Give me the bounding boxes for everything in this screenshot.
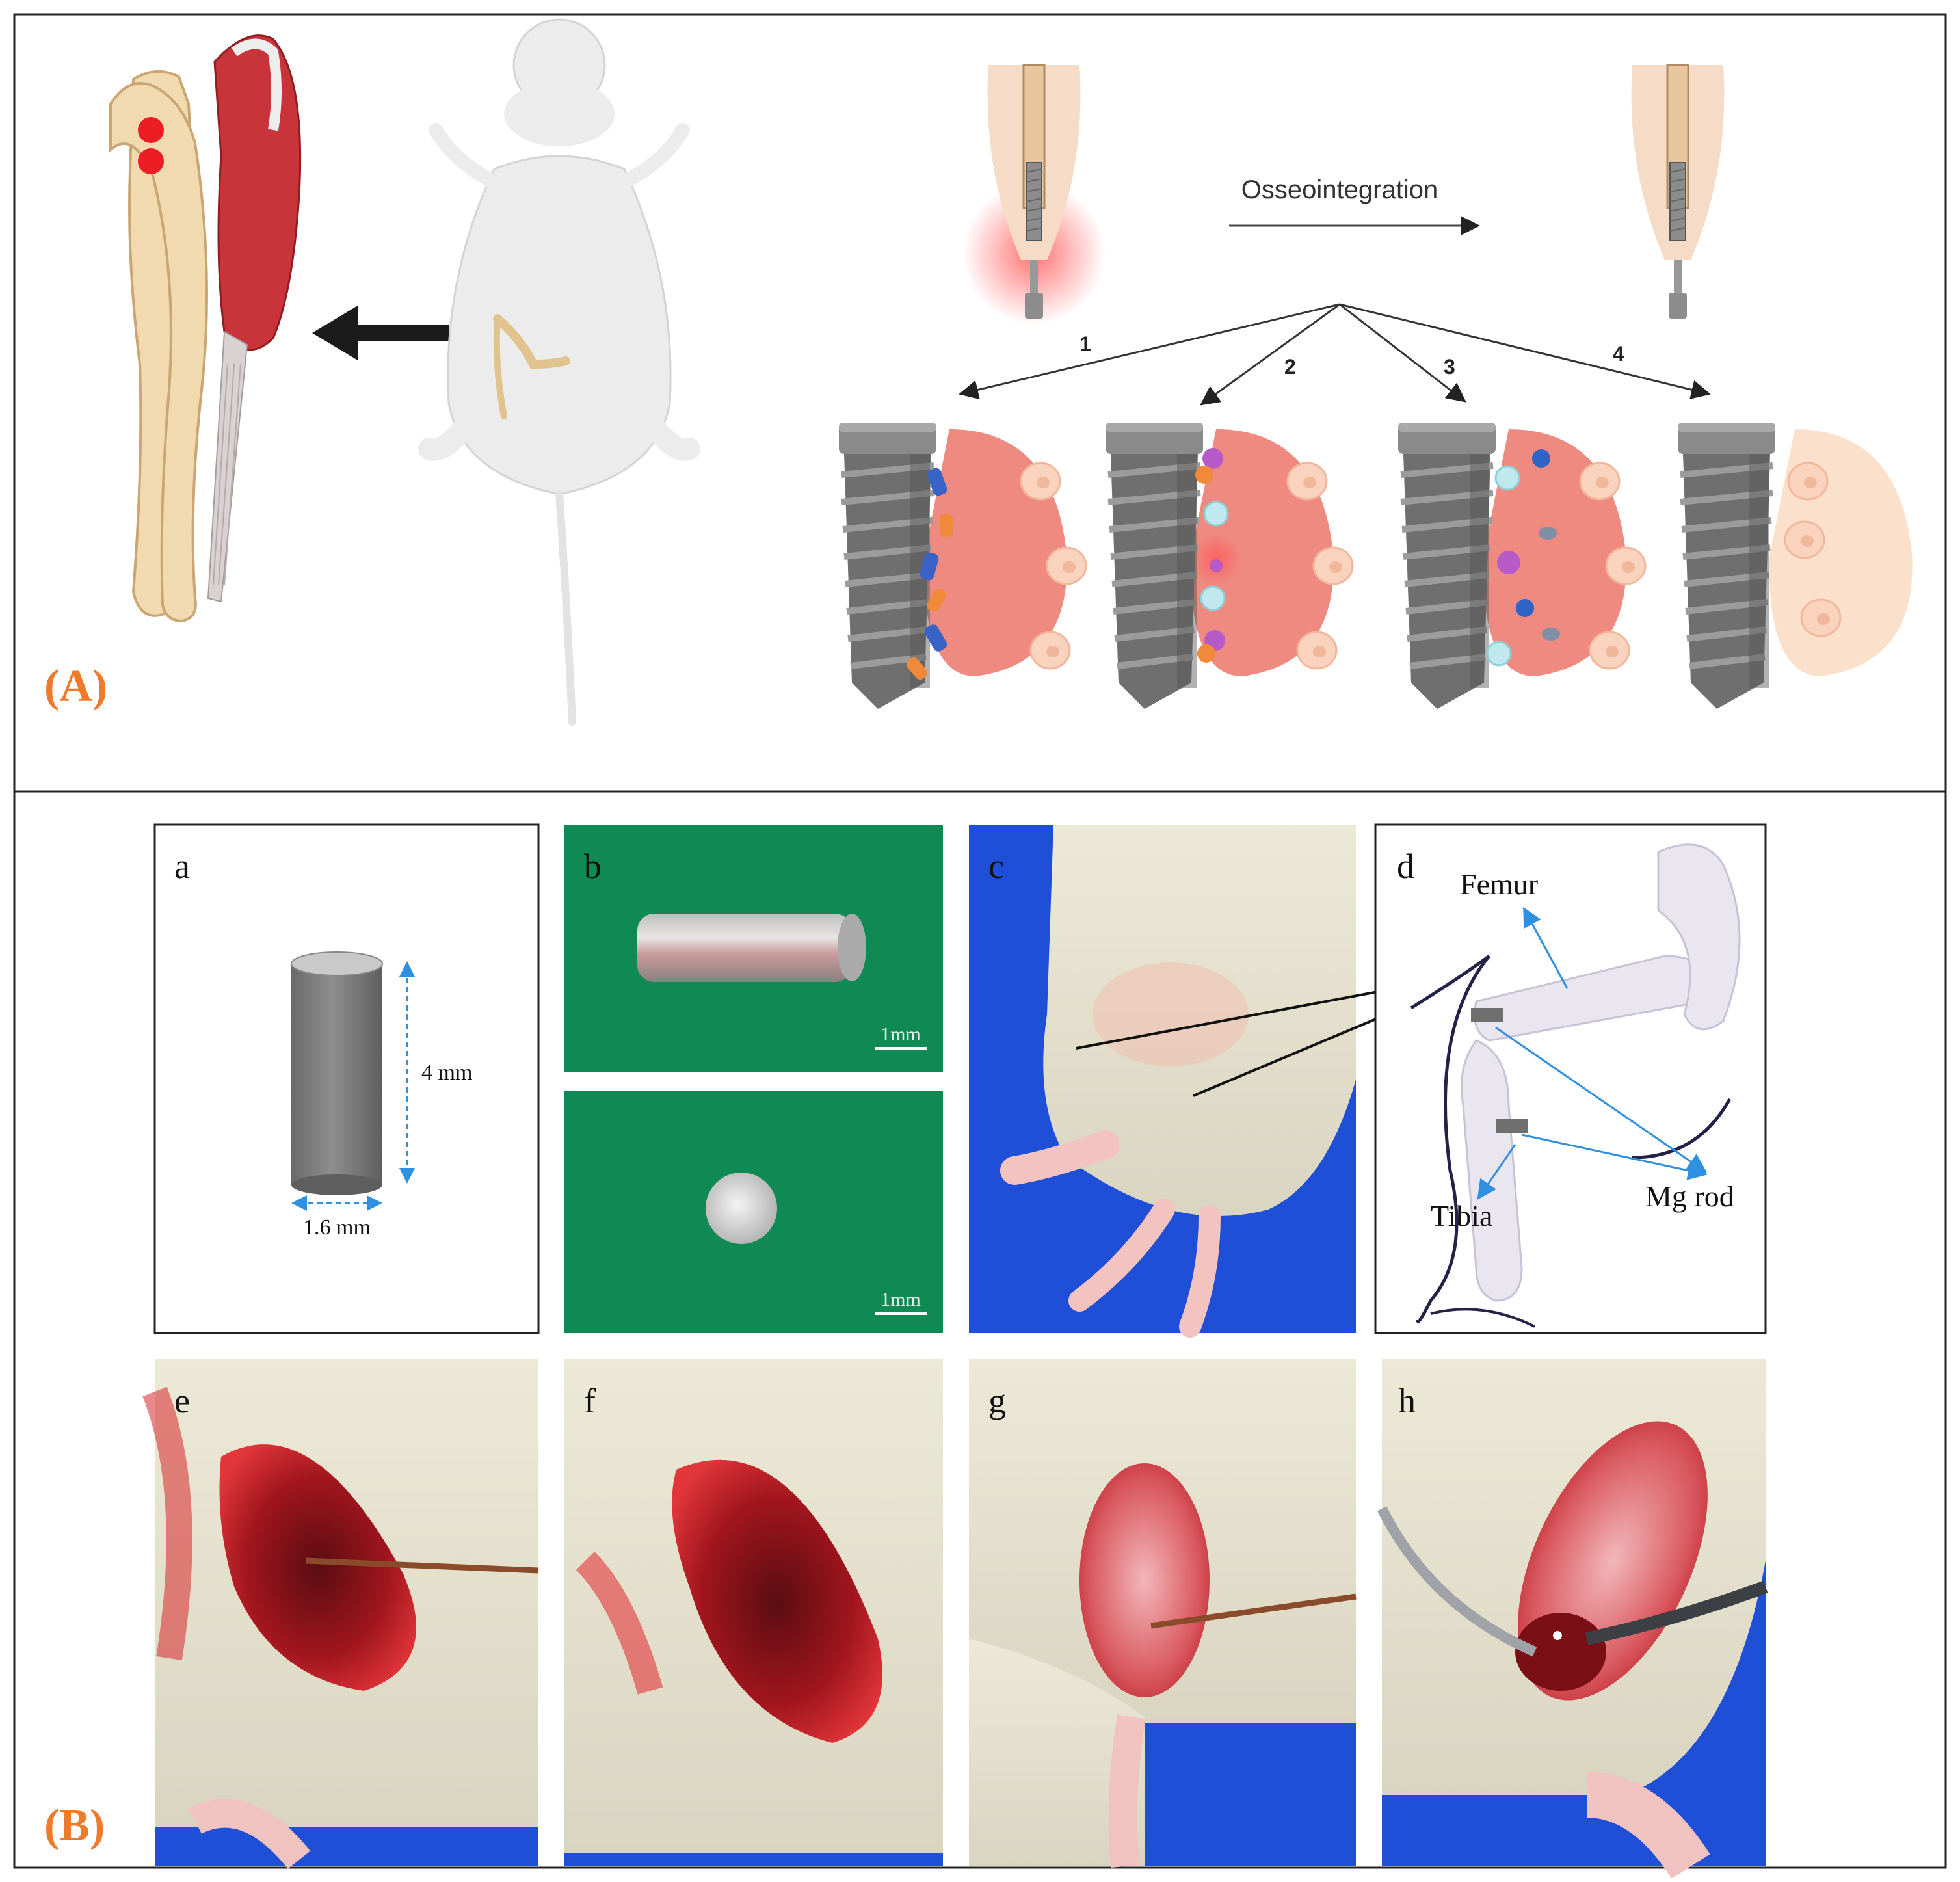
subpanel-f: f bbox=[564, 1359, 943, 1866]
tibia-bone bbox=[1461, 1039, 1523, 1302]
height-label: 4 mm bbox=[421, 1061, 472, 1085]
mg-rod-photo-end bbox=[706, 1173, 777, 1244]
panel-b-frame bbox=[13, 790, 1947, 1869]
femur-label: Femur bbox=[1460, 868, 1538, 901]
step-3-label: 3 bbox=[1444, 355, 1455, 378]
step-2-label: 2 bbox=[1284, 355, 1296, 378]
subpanel-b-bottom: 1mm bbox=[564, 1091, 943, 1333]
branch-arrows bbox=[959, 303, 1711, 406]
osseointegration-label: Osseointegration bbox=[1241, 176, 1438, 204]
extraction-arrow bbox=[312, 306, 449, 360]
mg-rod-cylinder bbox=[291, 964, 382, 1185]
osseointegration-before bbox=[962, 64, 1106, 325]
tibia-label: Tibia bbox=[1431, 1199, 1492, 1232]
subpanel-f-label: f bbox=[584, 1381, 596, 1420]
subpanel-a-label: a bbox=[174, 847, 190, 886]
scale-bar-label: 1mm bbox=[881, 1289, 921, 1310]
panel-b-label: (B) bbox=[44, 1801, 105, 1851]
panel-a-label: (A) bbox=[44, 661, 107, 711]
subpanel-h: h bbox=[1377, 1359, 1768, 1879]
step-1-label: 1 bbox=[1079, 332, 1091, 356]
subpanel-e: e bbox=[142, 1359, 539, 1869]
step-4-label: 4 bbox=[1613, 342, 1624, 365]
width-label: 1.6 mm bbox=[303, 1215, 371, 1239]
subpanel-b-label: b bbox=[584, 847, 602, 886]
forceps-right bbox=[1585, 1580, 1768, 1645]
scale-bar-label: 1mm bbox=[881, 1024, 921, 1045]
rod-marker-femur bbox=[1471, 1008, 1503, 1022]
implant-site-marker bbox=[138, 148, 164, 174]
subpanel-d-label: d bbox=[1397, 847, 1414, 886]
subpanel-e-label: e bbox=[174, 1381, 190, 1420]
drill-bit bbox=[305, 1557, 539, 1574]
exposed-muscle bbox=[1079, 1463, 1210, 1697]
subpanel-g-label: g bbox=[988, 1381, 1006, 1420]
healing-stage-3 bbox=[1398, 423, 1647, 709]
drill-bit bbox=[1150, 1593, 1357, 1629]
bone-muscle-illustration bbox=[109, 34, 302, 623]
rat-illustration bbox=[418, 18, 700, 726]
subpanel-c: c bbox=[969, 825, 1356, 1338]
osseointegration-after bbox=[1630, 64, 1725, 320]
subpanel-g: g bbox=[969, 1359, 1357, 1868]
subpanel-c-label: c bbox=[988, 847, 1004, 886]
healing-stage-4 bbox=[1678, 423, 1913, 709]
mg-rod-photo-side bbox=[637, 914, 852, 982]
rod-marker-tibia bbox=[1496, 1119, 1528, 1133]
subpanel-b-top: b 1mm bbox=[564, 825, 943, 1072]
forceps-left bbox=[1377, 1506, 1537, 1657]
mg-rod-label: Mg rod bbox=[1645, 1180, 1734, 1213]
healing-stage-2 bbox=[1106, 423, 1354, 709]
implant-site-marker bbox=[138, 117, 164, 143]
subpanel-h-label: h bbox=[1398, 1381, 1416, 1420]
subpanel-d: d Femur Tibia Mg rod bbox=[1374, 823, 1767, 1334]
subpanel-a: a 4 mm 1.6 mm bbox=[153, 823, 540, 1334]
healing-stage-1 bbox=[839, 423, 1087, 709]
